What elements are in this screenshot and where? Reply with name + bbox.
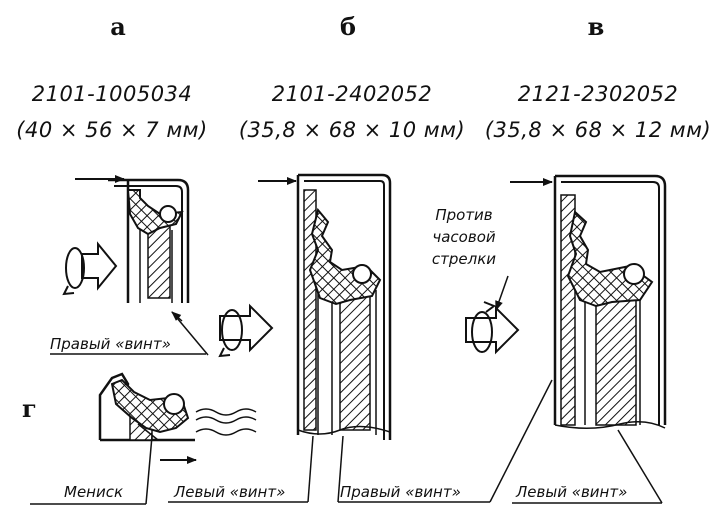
dimensions-a: (40 × 56 × 7 мм) [16, 118, 208, 142]
panel-letter-v: в [587, 12, 605, 41]
dimensions-v: (35,8 × 68 × 12 мм) [484, 118, 712, 142]
label-counterclockwise-3: стрелки [431, 250, 497, 268]
seal-v [553, 174, 667, 430]
dimensions-b: (35,8 × 68 × 10 мм) [238, 118, 466, 142]
rotation-arrow-a [62, 241, 118, 296]
label-left-screw-b: Левый «винт» [174, 483, 286, 501]
panel-letter-g: г [22, 394, 37, 423]
label-counterclockwise-2: часовой [432, 228, 496, 246]
rotation-arrow-b [218, 303, 274, 358]
label-left-screw-v: Левый «винт» [516, 483, 628, 501]
leader-lines [30, 353, 663, 505]
label-right-screw-a: Правый «винт» [50, 335, 171, 353]
rotation-arrow-v [465, 301, 520, 355]
meniscus-detail [98, 372, 257, 442]
part-number-b: 2101-2402052 [271, 82, 433, 106]
panel-letter-a: а [110, 12, 126, 41]
part-number-a: 2101-1005034 [31, 82, 193, 106]
seal-a [108, 178, 190, 303]
part-number-v: 2121-2302052 [517, 82, 679, 106]
label-meniscus: Мениск [64, 483, 124, 501]
label-right-screw-b: Правый «винт» [340, 483, 461, 501]
panel-letter-b: б [339, 12, 357, 41]
seal-b [296, 173, 392, 440]
label-counterclockwise-1: Против [435, 206, 493, 224]
